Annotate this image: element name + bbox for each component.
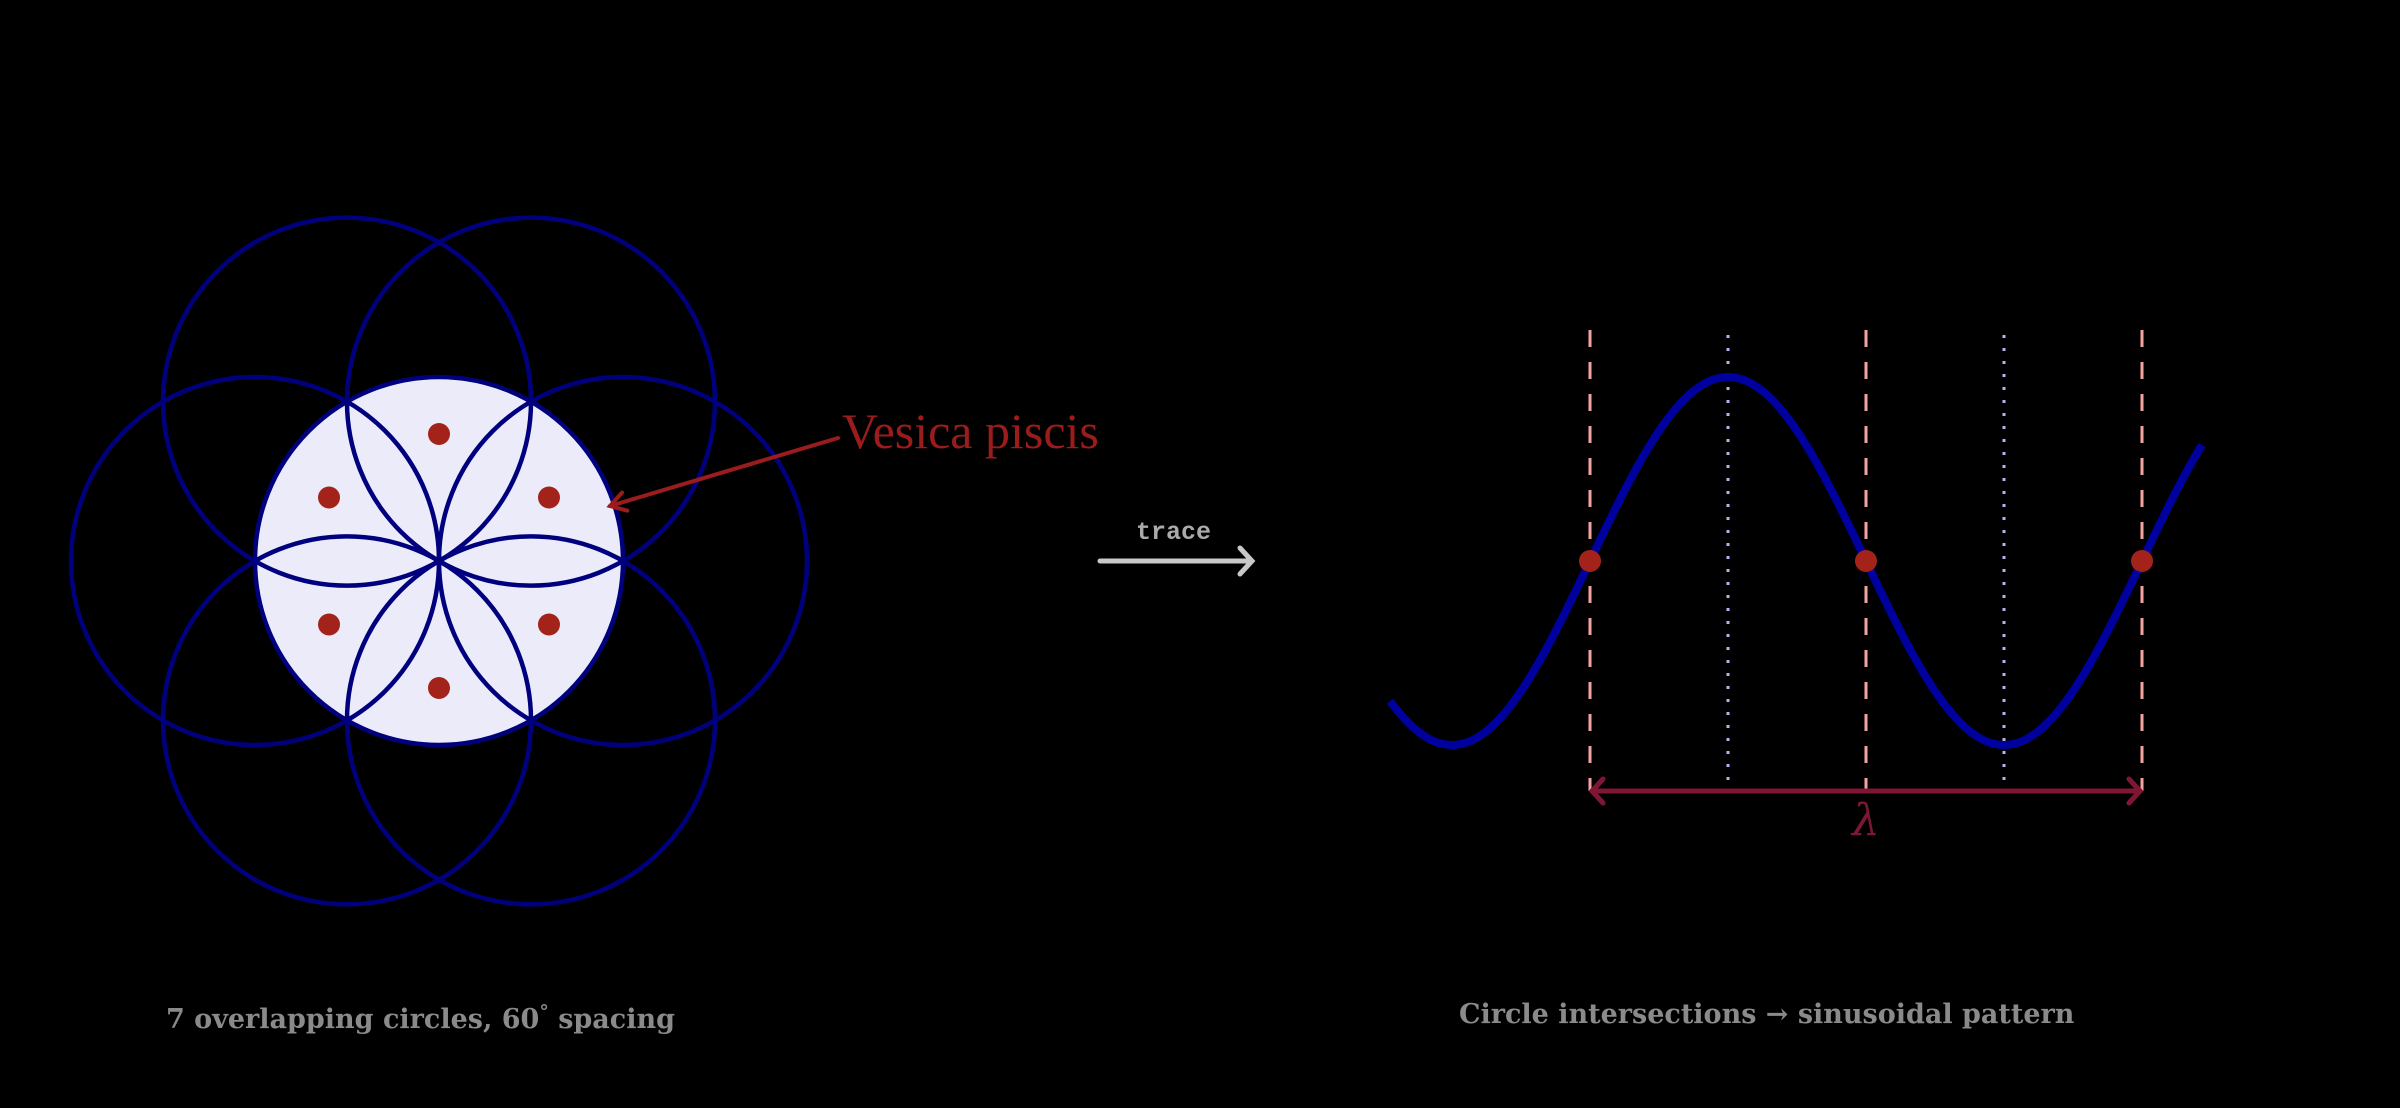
overlapping-circles <box>68 215 810 907</box>
wavelength-lambda-label: λ <box>1852 795 1880 846</box>
left-caption-suffix: spacing <box>548 1004 675 1035</box>
petal-dot <box>537 486 560 509</box>
petal-dot <box>428 677 450 699</box>
petal-gap-dots <box>318 423 560 699</box>
left-caption-prefix: 7 overlapping circles, 60 <box>166 1004 540 1035</box>
petal-dot <box>318 486 341 509</box>
petal-dot <box>318 613 341 636</box>
intersection-dot <box>1855 550 1877 572</box>
intersection-dot <box>2131 550 2153 572</box>
degree-symbol: ° <box>539 1001 549 1023</box>
trace-arrow <box>1097 545 1256 577</box>
vesica-piscis-label: Vesica piscis <box>842 403 1099 459</box>
right-caption: Circle intersections → sinusoidal patter… <box>1459 999 2075 1030</box>
vesica-annotation-arrow <box>606 436 840 513</box>
intersection-dots <box>1579 550 2153 572</box>
left-caption: 7 overlapping circles, 60° spacing <box>166 1001 675 1035</box>
petal-dot <box>428 423 450 445</box>
seven-circle-flower <box>68 215 810 907</box>
outer-circle <box>160 534 534 907</box>
petal-dot <box>537 613 560 636</box>
trace-label: trace <box>1136 518 1212 547</box>
outer-circle <box>344 534 718 907</box>
extremum-dotted-guides <box>1726 335 2006 788</box>
intersection-dot <box>1579 550 1601 572</box>
wavelength-dimension-line <box>1588 776 2144 806</box>
sinusoid-curve <box>1386 373 2206 749</box>
